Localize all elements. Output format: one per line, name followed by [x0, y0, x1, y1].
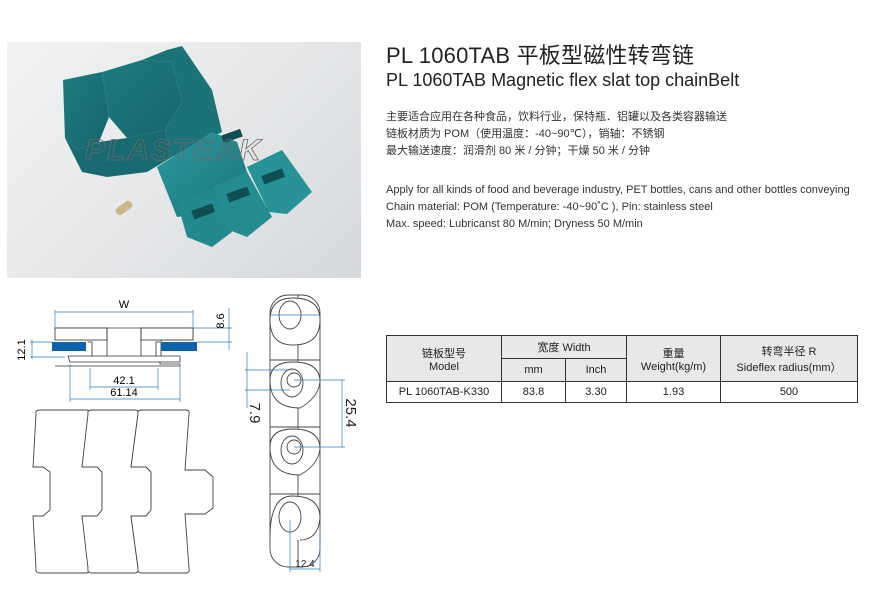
header-model: 链板型号 Model [386, 335, 502, 382]
cell-mm: 83.8 [501, 381, 566, 403]
dim-width: W [119, 299, 130, 311]
top-view-drawing [32, 409, 214, 574]
description-line: 最大输送速度：润滑剂 80 米 / 分钟；干燥 50 米 / 分钟 [386, 145, 651, 157]
description-line: Max. speed: Lubricanst 80 M/min; Dryness… [386, 218, 643, 230]
header-radius: 转弯半径 R Sideflex radius(mm） [720, 335, 858, 382]
magnet-left [52, 342, 86, 351]
description-line: 链板材质为 POM（使用温度：-40~90℃），销轴：不锈钢 [386, 128, 665, 140]
table-row: PL 1060TAB-K330 83.8 3.30 1.93 500 [386, 381, 858, 403]
title-english: PL 1060TAB Magnetic flex slat top chainB… [386, 70, 740, 90]
description-line: 主要适合应用在各种食品，饮料行业，保特瓶．铝罐以及各类容器输送 [386, 111, 727, 123]
title-chinese: PL 1060TAB 平板型磁性转弯链 [386, 43, 695, 68]
header-mm: mm [501, 358, 566, 382]
dim-inner-width: 42.1 [113, 375, 134, 387]
header-model-en: Model [429, 360, 459, 373]
header-weight-en: Weight(kg/m) [640, 360, 707, 373]
pitch-view-drawing: 7.9 25.4 12.4 [245, 294, 359, 572]
description-line: Chain material: POM (Temperature: -40~90… [386, 201, 713, 213]
magnet-right [161, 342, 197, 351]
product-photo: PLASTEAK [7, 42, 361, 278]
header-width: 宽度 Width [501, 335, 627, 359]
cell-radius: 500 [720, 381, 858, 403]
dim-left-height: 12.1 [16, 339, 28, 360]
cell-model: PL 1060TAB-K330 [386, 381, 502, 403]
dim-hole: 7.9 [246, 403, 263, 424]
side-view-drawing: W 8.6 12.1 42.1 61.14 [16, 299, 232, 402]
description-english: Apply for all kinds of food and beverage… [386, 182, 850, 233]
dim-pitch: 25.4 [342, 398, 359, 427]
dim-top-thickness: 8.6 [215, 313, 227, 328]
header-model-cn: 链板型号 [422, 347, 466, 360]
header-inch: Inch [565, 358, 627, 382]
header-radius-cn: 转弯半径 R [761, 345, 817, 358]
dim-bottom: 12.4 [295, 559, 315, 570]
watermark: PLASTEAK [85, 134, 263, 167]
header-weight: 重量 Weight(kg/m) [626, 335, 721, 382]
header-weight-cn: 重量 [662, 347, 685, 360]
cell-inch: 3.30 [565, 381, 627, 403]
conveyor-chain-image: PLASTEAK [63, 46, 312, 247]
description-line: Apply for all kinds of food and beverage… [386, 184, 850, 196]
cell-weight: 1.93 [626, 381, 721, 403]
dim-outer-width: 61.14 [110, 387, 138, 399]
spec-table: 链板型号 Model 宽度 Width 重量 Weight(kg/m) 转弯半径… [386, 335, 858, 403]
description-chinese: 主要适合应用在各种食品，饮料行业，保特瓶．铝罐以及各类容器输送 链板材质为 PO… [386, 109, 727, 160]
header-radius-en: Sideflex radius(mm） [736, 361, 842, 374]
